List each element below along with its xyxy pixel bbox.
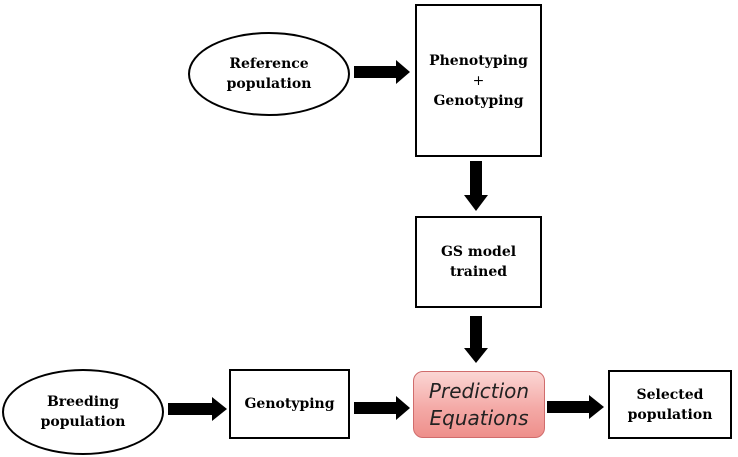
prediction-line-2: Equations	[429, 405, 529, 430]
reference-population-node: Reference population	[188, 32, 350, 116]
arrow-prediction-to-selected	[547, 395, 604, 419]
genotyping-node: Genotyping	[229, 369, 350, 439]
arrow-genotyping-to-prediction	[354, 396, 410, 420]
phenotyping-genotyping-node: Phenotyping + Genotyping	[415, 4, 542, 157]
phenotyping-label: Phenotyping	[429, 52, 528, 69]
breeding-population-line-2: population	[40, 414, 126, 430]
prediction-equations-node: Prediction Equations	[413, 371, 545, 438]
arrow-phenotyping-to-gs-model	[464, 161, 488, 211]
genotyping-node-label: Genotyping	[244, 396, 335, 412]
breeding-population-line-1: Breeding	[46, 394, 120, 410]
prediction-line-1: Prediction	[428, 378, 530, 403]
gs-model-node: GS model trained	[415, 216, 542, 308]
selected-population-line-1: Selected	[636, 386, 704, 403]
gs-model-line-1: GS model	[440, 244, 517, 260]
breeding-population-node: Breeding population	[2, 369, 164, 455]
gs-model-line-2: trained	[449, 264, 508, 280]
plus-label: +	[472, 72, 485, 89]
selected-population-line-2: population	[627, 406, 713, 423]
arrow-gs-model-to-prediction	[464, 316, 488, 363]
selected-population-node: Selected population	[608, 370, 732, 439]
reference-population-line-1: Reference	[229, 56, 309, 72]
genotyping-label: Genotyping	[433, 92, 524, 109]
arrow-reference-to-phenotyping	[354, 60, 410, 84]
reference-population-line-2: population	[226, 76, 312, 92]
arrow-breeding-to-genotyping	[168, 397, 227, 421]
